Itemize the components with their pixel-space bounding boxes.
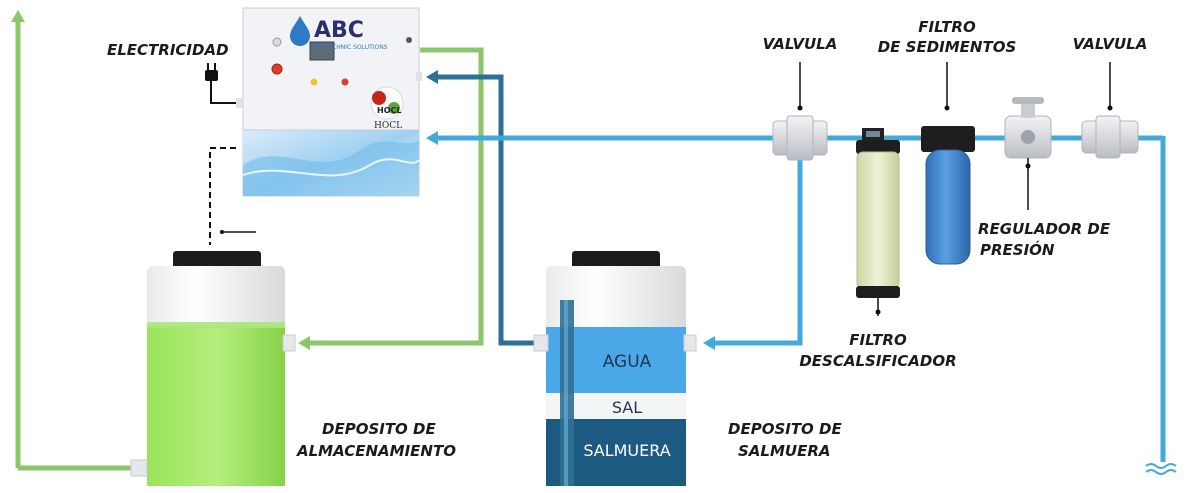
signal-cable [209, 147, 256, 245]
hocl-badge-text: HOCL [377, 106, 401, 115]
product-pipe-right [298, 47, 484, 350]
agua-label: AGUA [603, 352, 652, 372]
brine-tank [533, 251, 697, 486]
water-main-pipe [426, 131, 1166, 462]
label-filtro-sedimentos-line1: FILTRO [918, 18, 976, 36]
label-valvula-right: VALVULA [1072, 35, 1148, 53]
valve-right [1081, 115, 1139, 159]
hocl-label: HOCL [374, 121, 402, 131]
storage-tank [130, 251, 296, 486]
valve-left [772, 115, 828, 161]
label-valvula-left: VALVULA [762, 35, 838, 53]
electric-plug-icon [205, 63, 236, 104]
label-deposito-salmuera-line2: SALMUERA [738, 442, 831, 460]
softener-filter [856, 140, 900, 298]
salmuera-label: SALMUERA [583, 441, 670, 460]
sal-label: SAL [612, 398, 642, 417]
label-filtro-descal-line2: DESCALSIFICADOR [799, 352, 957, 370]
label-electricidad: ELECTRICIDAD [107, 41, 229, 59]
sediment-filter [921, 126, 975, 265]
control-display [309, 41, 335, 61]
emergency-stop-icon [271, 63, 283, 75]
label-regulador-line1: REGULADOR DE [978, 220, 1111, 238]
indicator-light-icon [341, 78, 349, 86]
water-branch-pipe [703, 152, 803, 350]
brand-name: ABC [314, 18, 364, 43]
label-regulador-line2: PRESIÓN [980, 241, 1055, 259]
flow-meter [862, 128, 884, 140]
label-filtro-sedimentos-line2: DE SEDIMENTOS [877, 38, 1017, 56]
brine-pipe [426, 70, 557, 346]
storage-liquid [147, 326, 285, 486]
leader-dots [797, 105, 1113, 315]
brand-subtitle: BIOTECHNIC SOLUTIONS [314, 44, 388, 51]
label-filtro-descal-line1: FILTRO [849, 331, 907, 349]
indicator-light-icon [272, 37, 282, 47]
product-pipe-left [11, 10, 138, 471]
label-deposito-salmuera-line1: DEPOSITO DE [728, 420, 842, 438]
pressure-regulator [1004, 97, 1052, 159]
indicator-light-icon [310, 78, 318, 86]
control-box [236, 7, 422, 197]
label-deposito-almacenamiento-line1: DEPOSITO DE [322, 420, 436, 438]
label-deposito-almacenamiento-line2: ALMACENAMIENTO [297, 442, 456, 460]
drop-logo-icon [290, 16, 310, 46]
water-source-icon [1145, 463, 1177, 475]
